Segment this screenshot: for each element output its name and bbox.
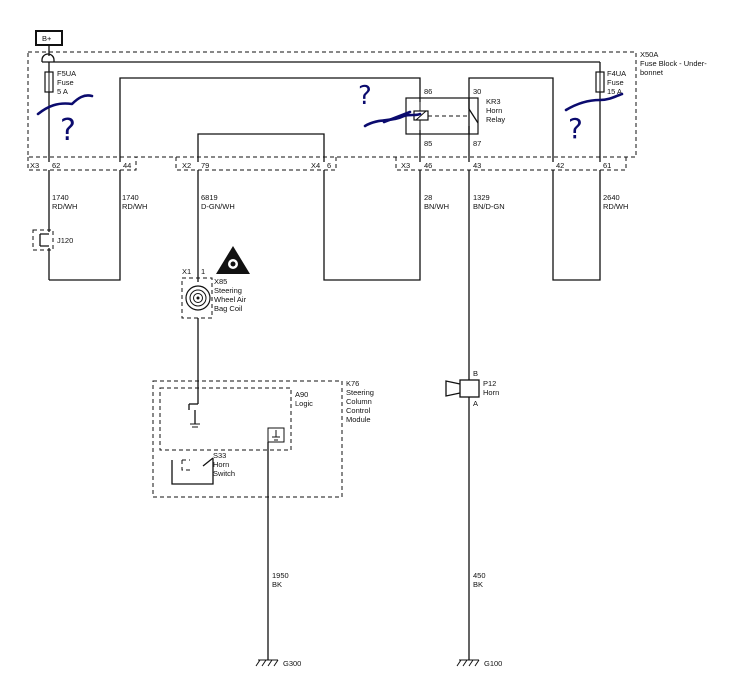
ground-g300 xyxy=(255,659,279,667)
relay-pin-85: 85 xyxy=(424,139,432,148)
wire-1950-color: BK xyxy=(272,580,282,589)
question-mark-middle: ? xyxy=(358,81,372,111)
wire-6819-circuit: 6819 xyxy=(201,193,218,202)
connector-x3-mid: X3 xyxy=(401,161,410,170)
splice-j120 xyxy=(32,229,54,251)
fuse-block-id: X50A xyxy=(640,50,658,59)
connector-x1: X1 xyxy=(182,267,191,276)
wire-28-color: BN/WH xyxy=(424,202,449,211)
question-mark-right: ? xyxy=(568,112,583,145)
external-wiring xyxy=(48,170,601,660)
logic-id: A90 xyxy=(295,390,308,399)
wire-1740-b-color: RD/WH xyxy=(122,202,147,211)
pin-6: 6 xyxy=(327,161,331,170)
fuse-f5ua-id: F5UA xyxy=(57,69,76,78)
ground-g100-label: G100 xyxy=(484,659,502,668)
horn-pin-a: A xyxy=(473,399,478,408)
connector-x2: X2 xyxy=(182,161,191,170)
pin-43: 43 xyxy=(473,161,481,170)
wire-1950-circuit: 1950 xyxy=(272,571,289,580)
wire-450-color: BK xyxy=(473,580,483,589)
horn-name: Horn xyxy=(483,388,499,397)
pin-46: 46 xyxy=(424,161,432,170)
wire-2640-circuit: 2640 xyxy=(603,193,620,202)
module-id: K76 xyxy=(346,379,359,388)
pin-42: 42 xyxy=(556,161,564,170)
wire-1329-color: BN/D-GN xyxy=(473,202,505,211)
logic-name: Logic xyxy=(295,399,313,408)
fuse-f5ua-type: Fuse xyxy=(57,78,74,87)
fuse-f4ua-type: Fuse xyxy=(607,78,624,87)
wire-6819-color: D-GN/WH xyxy=(201,202,235,211)
horn xyxy=(445,379,480,398)
pin-44: 44 xyxy=(123,161,131,170)
fuse-block-outline xyxy=(27,51,637,171)
wire-1740-a-circuit: 1740 xyxy=(52,193,69,202)
wire-1740-a-color: RD/WH xyxy=(52,202,77,211)
svg-text:B+: B+ xyxy=(42,34,52,43)
fuse-f5ua xyxy=(44,62,54,162)
fuse-f4ua-rating: 15 A xyxy=(607,87,622,96)
fuse-f4ua xyxy=(595,62,605,162)
handwritten-annotations xyxy=(36,92,624,128)
horn-pin-b: B xyxy=(473,369,478,378)
relay-id: KR3 xyxy=(486,97,501,106)
coil-id: X85 xyxy=(214,277,227,286)
connector-x3-left: X3 xyxy=(30,161,39,170)
fuse-f5ua-rating: 5 A xyxy=(57,87,68,96)
ground-g300-label: G300 xyxy=(283,659,301,668)
relay-pin-86: 86 xyxy=(424,87,432,96)
fuse-f4ua-id: F4UA xyxy=(607,69,626,78)
connector-x4: X4 xyxy=(311,161,320,170)
wire-450-circuit: 450 xyxy=(473,571,486,580)
pin-61: 61 xyxy=(603,161,611,170)
wire-2640-color: RD/WH xyxy=(603,202,628,211)
splice-j120-id: J120 xyxy=(57,236,73,245)
wire-1740-b-circuit: 1740 xyxy=(122,193,139,202)
wire-28-circuit: 28 xyxy=(424,193,432,202)
fuse-block-name: Fuse Block - Under-bonnet xyxy=(640,59,707,77)
steering-column-module xyxy=(152,380,343,660)
question-mark-left: ? xyxy=(60,113,76,148)
ground-g100 xyxy=(456,659,480,667)
airbag-warning-icon xyxy=(216,246,250,274)
pin-62: 62 xyxy=(52,161,60,170)
internal-wiring xyxy=(119,77,554,162)
switch-id: S33 xyxy=(213,451,226,460)
airbag-coil xyxy=(181,277,213,319)
horn-id: P12 xyxy=(483,379,496,388)
wire-1329-circuit: 1329 xyxy=(473,193,490,202)
pin-79: 79 xyxy=(201,161,209,170)
horn-relay xyxy=(405,97,479,135)
battery-terminal: B+ xyxy=(35,30,63,56)
relay-pin-30: 30 xyxy=(473,87,481,96)
pin-1: 1 xyxy=(201,267,205,276)
relay-pin-87: 87 xyxy=(473,139,481,148)
bus-bar xyxy=(41,53,600,63)
